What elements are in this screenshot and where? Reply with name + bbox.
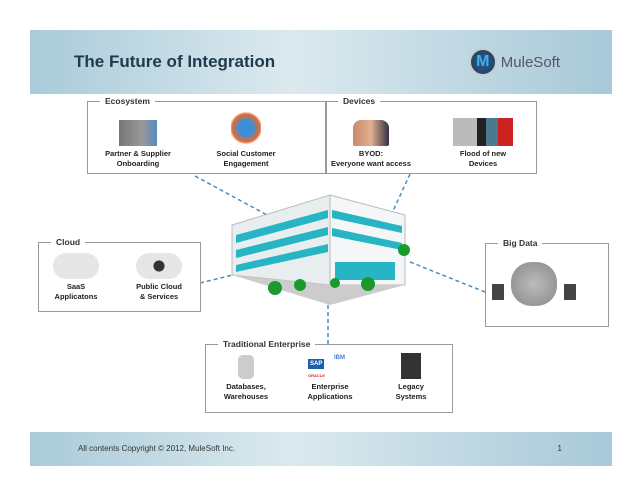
building-icon	[231, 194, 410, 305]
vendor-logos-icon: SAP IBM ORACLE	[308, 355, 345, 378]
social-engagement: Social Customer Engagement	[201, 110, 291, 169]
social-media-icons	[231, 110, 261, 146]
databases: Databases, Warehouses	[201, 355, 291, 402]
cloud-box: Cloud SaaS Applicatons Public Cloud & Se…	[38, 237, 204, 312]
copyright: All contents Copyright © 2012, MuleSoft …	[78, 444, 236, 453]
cloud-gears-icon	[53, 253, 99, 279]
hadoop-elephant-icon	[511, 262, 557, 306]
devices-flood: Flood of new Devices	[438, 118, 528, 169]
legacy-systems: Legacy Systems	[366, 353, 456, 402]
byod: BYOD: Everyone want access	[326, 120, 416, 169]
office-buildings-icon	[119, 120, 157, 146]
mainframe-icon	[401, 353, 421, 379]
ecosystem-box: Ecosystem Partner & Supplier Onboarding …	[87, 96, 327, 174]
page-number: 1	[557, 444, 562, 453]
footer-band: All contents Copyright © 2012, MuleSoft …	[30, 432, 612, 466]
page-title: The Future of Integration	[74, 52, 276, 71]
database-icon	[238, 355, 254, 379]
server-icon	[564, 284, 576, 300]
public-cloud: Public Cloud & Services	[114, 253, 204, 302]
cloud-service-bell-icon	[136, 253, 182, 279]
devices-box: Devices BYOD: Everyone want access Flood…	[325, 96, 537, 174]
server-icon	[492, 284, 504, 300]
people-tablet-icon	[353, 120, 389, 146]
bigdata-box: Big Data	[485, 238, 609, 327]
enterprise-apps: SAP IBM ORACLE Enterprise Applications	[307, 355, 353, 401]
devices-icon	[453, 118, 513, 146]
saas-apps: SaaS Applicatons	[31, 253, 121, 302]
enterprise-box: Traditional Enterprise Databases, Wareho…	[205, 339, 456, 413]
partner-onboarding: Partner & Supplier Onboarding	[93, 120, 183, 169]
